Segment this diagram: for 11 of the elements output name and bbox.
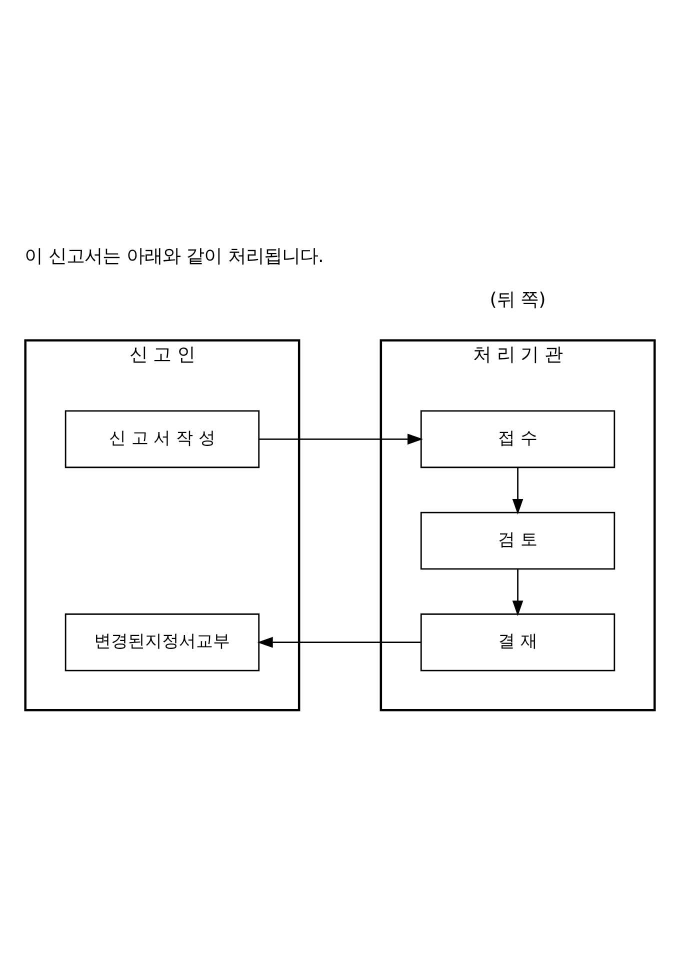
arrow	[512, 467, 524, 514]
node-box: 결 재	[420, 612, 616, 671]
node-box: 신 고 서 작 성	[64, 410, 260, 468]
arrow	[259, 433, 424, 444]
node-box: 검 토	[420, 511, 616, 570]
arrow	[257, 636, 421, 648]
arrow	[512, 568, 524, 616]
diagram-title: 이 신고서는 아래와 같이 처리됩니다.	[24, 245, 324, 266]
node-box: 접 수	[420, 410, 616, 468]
label: (뒤 쪽)	[490, 289, 546, 310]
node-box: 변경된지정서교부	[64, 612, 260, 671]
